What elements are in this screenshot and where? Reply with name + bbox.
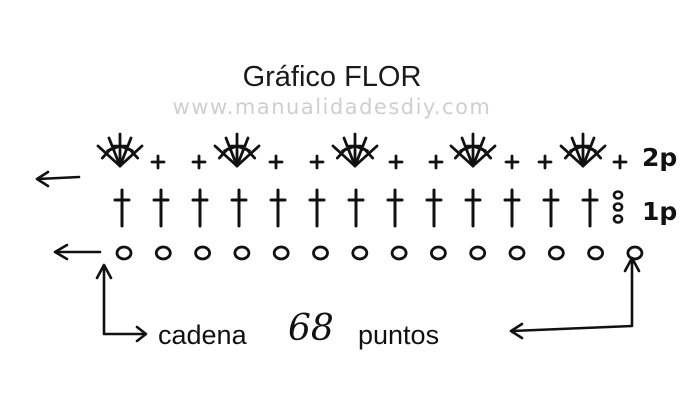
chain-stitch xyxy=(115,245,133,261)
treble-stitch xyxy=(425,188,443,228)
single-crochet xyxy=(191,154,207,170)
fan-stitch xyxy=(449,132,497,168)
chain-stitch xyxy=(626,245,644,261)
single-crochet xyxy=(309,154,325,170)
caption-number: 68 xyxy=(288,308,334,349)
treble-stitch xyxy=(308,188,326,228)
diagram-title: Gráfico FLOR xyxy=(243,61,422,93)
single-crochet xyxy=(504,154,520,170)
chain-stitch xyxy=(272,245,290,261)
chain-stitch xyxy=(508,245,526,261)
chain-stitch xyxy=(312,245,329,261)
fan-stitch xyxy=(96,132,144,168)
fan-stitch xyxy=(331,132,379,168)
single-crochet xyxy=(268,154,284,170)
treble-stitch xyxy=(113,188,131,228)
chain-stitch xyxy=(547,245,565,261)
treble-stitch xyxy=(386,188,404,228)
treble-stitch xyxy=(542,188,560,228)
left-bracket-arrow xyxy=(95,263,148,343)
foundation-direction-arrow xyxy=(53,243,102,261)
row-1-stitches xyxy=(113,188,624,228)
row-2-stitches xyxy=(96,132,628,170)
row-2-direction-arrow xyxy=(35,170,81,188)
treble-stitch xyxy=(191,188,209,228)
watermark-text: www.manualidadesdiy.com xyxy=(173,95,492,119)
single-crochet xyxy=(537,154,553,170)
chain-stitch xyxy=(233,245,251,261)
treble-stitch xyxy=(347,188,365,228)
treble-stitch xyxy=(503,188,521,228)
single-crochet xyxy=(388,154,404,170)
right-bracket-arrow xyxy=(509,256,641,340)
chain-stitch xyxy=(390,245,408,261)
treble-stitch xyxy=(464,188,482,228)
chain-stitch xyxy=(587,245,604,261)
caption-puntos: puntos xyxy=(358,320,439,350)
treble-stitch xyxy=(230,188,248,228)
chain-stitch xyxy=(351,245,369,261)
single-crochet xyxy=(150,154,166,170)
single-crochet xyxy=(612,154,628,170)
foundation-chain xyxy=(115,245,644,261)
treble-stitch xyxy=(269,188,287,228)
caption-cadena: cadena xyxy=(158,320,248,350)
fan-stitch xyxy=(559,132,607,168)
row-1-label: 1p xyxy=(642,197,677,226)
fan-stitch xyxy=(213,132,261,168)
treble-stitch xyxy=(152,188,170,228)
chain-stitch xyxy=(154,245,172,261)
turning-chain xyxy=(612,190,624,224)
chain-stitch xyxy=(469,245,487,261)
treble-stitch xyxy=(581,188,599,228)
chain-stitch xyxy=(429,245,447,261)
single-crochet xyxy=(428,154,444,170)
row-2-label: 2p xyxy=(642,143,677,172)
chain-stitch xyxy=(194,245,212,261)
